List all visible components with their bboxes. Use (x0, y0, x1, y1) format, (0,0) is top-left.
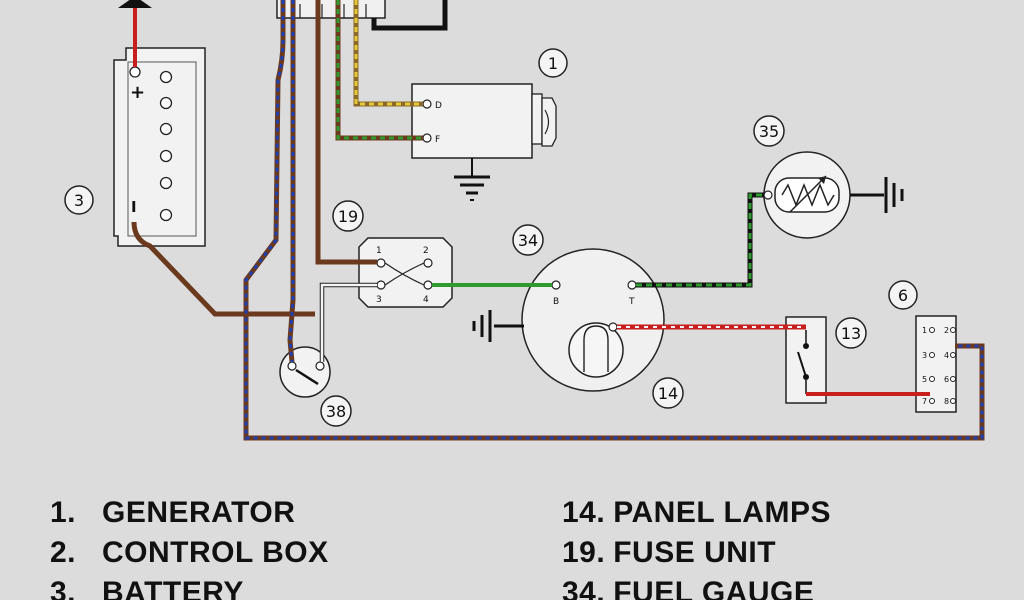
svg-text:13: 13 (841, 324, 861, 343)
svg-text:6: 6 (898, 286, 908, 305)
svg-text:35: 35 (759, 122, 779, 141)
fuse-terminal-1: 1 (376, 246, 382, 256)
battery-cell (159, 96, 173, 110)
battery-cable-terminal (118, 0, 152, 8)
connector-pin-5: 5 (922, 375, 927, 384)
svg-text:34: 34 (518, 231, 538, 250)
connector-pin-1: 1 (922, 326, 927, 335)
control-box-fuse-wire (315, 0, 377, 265)
badge-tank-unit: 35 (753, 115, 785, 147)
battery-cell (159, 208, 173, 222)
generator-terminal-d: D (435, 101, 442, 111)
connector-block: 1 2 3 4 5 6 7 8 (915, 315, 957, 413)
gauge-terminal-b: B (553, 297, 559, 307)
component-number-badges: 1 3 6 13 14 19 34 35 (64, 48, 918, 427)
battery-minus-label: I (131, 198, 137, 216)
control-box (276, 0, 448, 31)
switch-13 (785, 316, 827, 404)
connector-pin-6: 6 (944, 375, 949, 384)
battery-cell (159, 176, 173, 190)
legend-number: 1. (50, 496, 77, 529)
fuse-terminal-2: 2 (423, 246, 429, 256)
legend-number: 34. (562, 576, 606, 600)
connector-pin-8: 8 (944, 397, 949, 406)
legend-item: 14.PANEL LAMPS (562, 496, 831, 530)
legend-label: FUSE UNIT (613, 536, 777, 569)
legend-label: CONTROL BOX (102, 536, 329, 569)
badge-generator: 1 (538, 48, 568, 78)
battery-cell (159, 122, 173, 136)
wiring-diagram: .lbl { font-family: "DejaVu Sans", sans-… (64, 0, 985, 441)
gauge-terminal-t: T (628, 297, 635, 307)
tank-sender-wire-base (636, 192, 764, 288)
tank-unit (763, 151, 904, 239)
badge-panel-lamps: 14 (652, 377, 684, 409)
fuel-gauge: B T (472, 248, 665, 392)
fuse-unit: 1 2 3 4 (358, 237, 453, 308)
connector-pin-4: 4 (944, 351, 949, 360)
fuse-terminal-3: 3 (376, 295, 382, 305)
connector-pin-2: 2 (944, 326, 949, 335)
legend-item: 19.FUSE UNIT (562, 536, 776, 570)
battery-cell (159, 70, 173, 84)
svg-text:19: 19 (338, 207, 358, 226)
battery-plus-label: + (130, 82, 145, 103)
legend-label: BATTERY (102, 576, 244, 600)
battery: + I (113, 47, 206, 247)
svg-text:3: 3 (74, 191, 84, 210)
badge-switch: 13 (835, 317, 867, 349)
svg-text:14: 14 (658, 384, 678, 403)
svg-text:38: 38 (326, 402, 346, 421)
badge-fuse-unit: 19 (332, 200, 364, 232)
legend-item: 34. FUEL GAUGE (562, 576, 814, 600)
svg-text:1: 1 (548, 54, 558, 73)
connector-pin-3: 3 (922, 351, 927, 360)
fuse-terminal-4: 4 (423, 295, 429, 305)
tank-sender-wire-stripe (636, 193, 764, 287)
legend-number: 19. (562, 536, 606, 569)
legend-label: FUEL GAUGE (613, 576, 815, 600)
badge-ignition-switch: 38 (320, 395, 352, 427)
battery-cell (159, 149, 173, 163)
generator-terminal-f: F (435, 135, 440, 145)
legend-number: 2. (50, 536, 77, 569)
battery-earth-wire (131, 221, 315, 317)
legend-item: 3. BATTERY (50, 576, 244, 600)
legend-item: 2. CONTROL BOX (50, 536, 329, 570)
badge-battery: 3 (64, 185, 94, 215)
panel-feed-wire-stripe (244, 0, 984, 440)
generator-wires (335, 0, 423, 141)
legend-number: 3. (50, 576, 77, 600)
generator: D F (411, 83, 557, 201)
legend-number: 14. (562, 496, 606, 529)
badge-fuel-gauge: 34 (512, 224, 544, 256)
ignition-feed-wire-stripe (288, 0, 295, 363)
fuse-ignition-wire (320, 283, 377, 362)
battery-positive-terminal (129, 66, 141, 78)
legend-item: 1. GENERATOR (50, 496, 295, 530)
badge-connector-block: 6 (888, 280, 918, 310)
connector-pin-7: 7 (922, 397, 927, 406)
legend-label: PANEL LAMPS (613, 496, 831, 529)
panel-lamp (568, 322, 624, 378)
legend-label: GENERATOR (102, 496, 296, 529)
